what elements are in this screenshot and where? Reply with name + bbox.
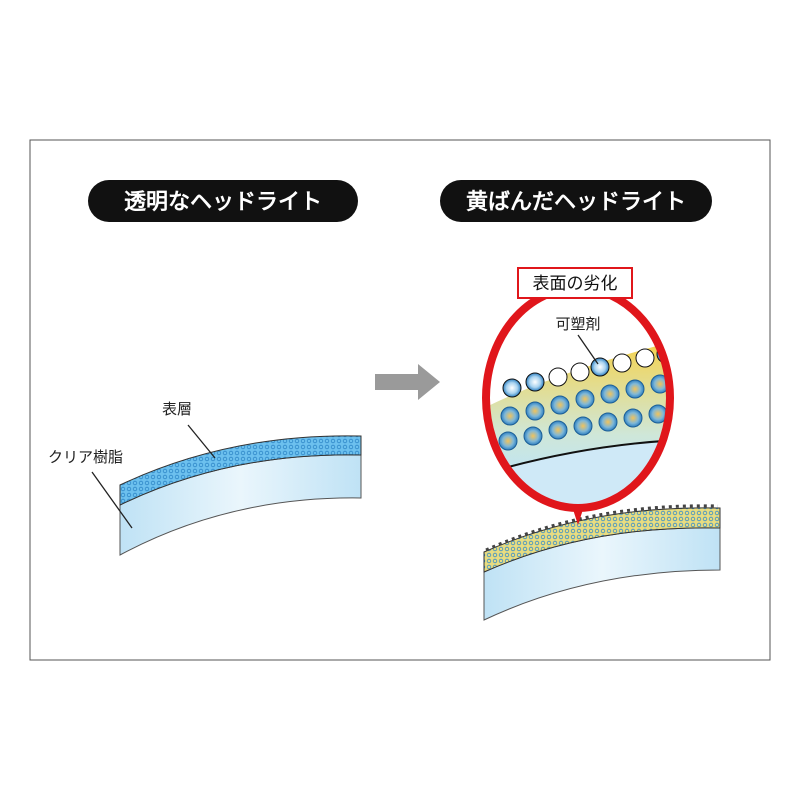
title-pill-clear: 透明なヘッドライト <box>88 180 358 222</box>
callout-title-box <box>517 267 633 299</box>
surface-layer <box>119 435 362 506</box>
resin-leader-line <box>91 471 133 529</box>
label-surface-layer: 表層 <box>162 400 192 418</box>
clear-headlight-cross-section: 表層 クリア樹脂 <box>48 400 362 556</box>
title-pill-yellowed: 黄ばんだヘッドライト <box>440 180 712 222</box>
plasticizer-leader-line <box>577 334 599 365</box>
yellowed-headlight-cross-section <box>483 504 721 621</box>
title-clear-headlight: 透明なヘッドライト <box>124 190 322 215</box>
degraded-surface-layer <box>483 507 721 573</box>
arrow-right-icon <box>375 364 440 400</box>
label-plasticizer: 可塑剤 <box>555 315 600 333</box>
callout-title: 表面の劣化 <box>533 274 618 294</box>
title-yellowed-headlight: 黄ばんだヘッドライト <box>466 190 686 215</box>
magnified-callout: 可塑剤 表面の劣化 <box>482 267 674 525</box>
pitted-surface <box>485 504 719 552</box>
surface-leader-line <box>187 424 216 459</box>
label-clear-resin: クリア樹脂 <box>48 448 123 466</box>
